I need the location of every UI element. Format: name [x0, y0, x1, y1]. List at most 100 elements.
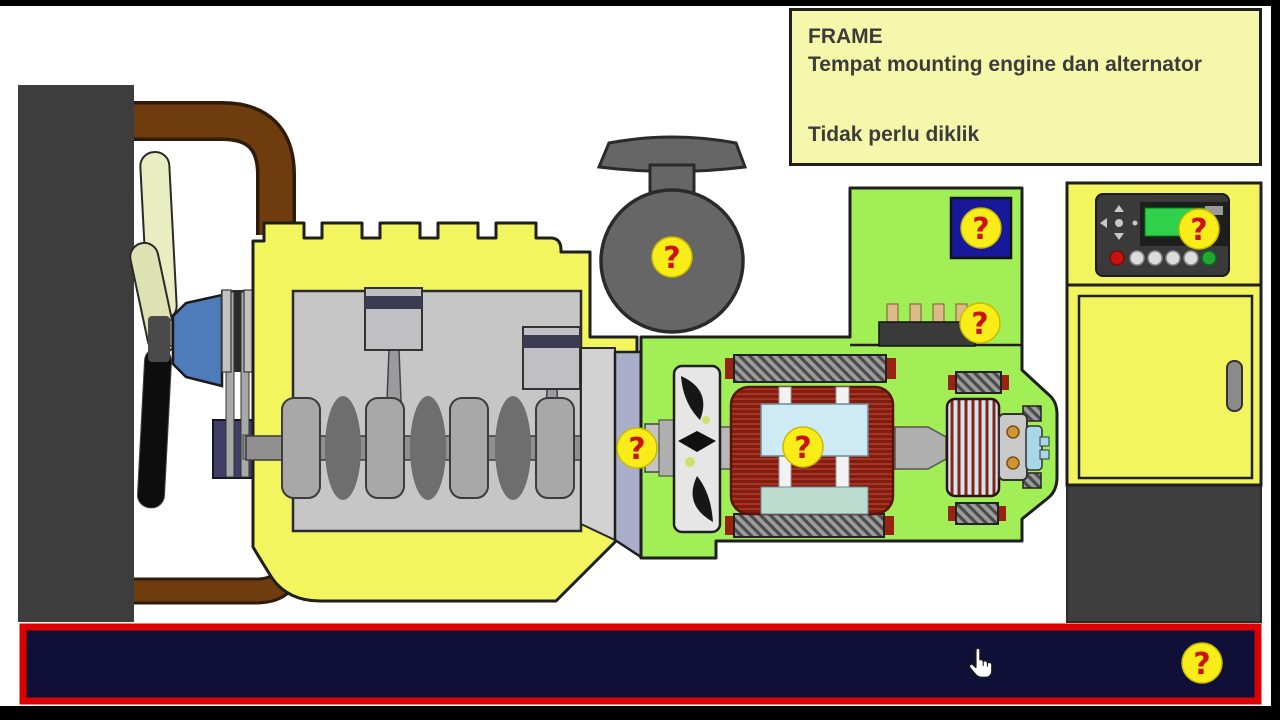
- counterweight: [365, 397, 405, 499]
- control-panel: [1065, 181, 1263, 623]
- shaft-cone: [894, 426, 947, 470]
- hotspot-terminal-block[interactable]: ?: [959, 302, 1001, 344]
- coil-end: [948, 506, 956, 521]
- hotspot-control-module[interactable]: ?: [1178, 208, 1220, 250]
- coil-end: [998, 506, 1006, 521]
- module-chip: [1205, 206, 1223, 215]
- hotspot-flywheel[interactable]: ?: [616, 427, 658, 469]
- terminal-block-body: [878, 321, 976, 347]
- bearing-ball: [1006, 425, 1020, 439]
- crank-web: [410, 396, 446, 500]
- terminal-block: [878, 303, 976, 347]
- hotspot-mark[interactable]: ?: [971, 307, 988, 342]
- terminal-pin: [932, 303, 945, 325]
- coil-end: [725, 516, 734, 535]
- muffler: [596, 135, 748, 334]
- shaft-end-cap: [1025, 425, 1043, 471]
- coil-end: [1001, 375, 1009, 390]
- impeller-blade-shadow: [692, 476, 713, 522]
- coil-end: [948, 375, 956, 390]
- stator-mount-top: [733, 354, 887, 383]
- hotspot-rotor[interactable]: ?: [782, 426, 824, 468]
- shaft-end-notch: [1039, 449, 1050, 460]
- letterbox-top: [0, 0, 1280, 6]
- flywheel-housing: [580, 347, 616, 542]
- dpad-center-button[interactable]: [1115, 219, 1123, 227]
- bearing-mount-top: [955, 371, 1002, 394]
- hand-cursor: [968, 647, 993, 679]
- crank-web: [325, 396, 361, 500]
- bearing: [998, 413, 1028, 481]
- crank-web: [495, 396, 531, 500]
- hotspot-circle[interactable]: [959, 302, 1001, 344]
- stator-mount-bottom: [733, 513, 885, 538]
- module-button[interactable]: [1165, 250, 1181, 266]
- hotspot-mark[interactable]: ?: [1190, 213, 1207, 248]
- rotor-core-lower: [760, 486, 869, 515]
- hotspot-circle[interactable]: [1178, 208, 1220, 250]
- stop-button[interactable]: [1109, 250, 1125, 266]
- fan-blade-lower: [136, 347, 173, 509]
- hand-cursor-shape: [968, 647, 993, 679]
- upper-pipe: [134, 104, 293, 235]
- coil-end: [884, 516, 894, 535]
- terminal-pin: [886, 303, 899, 325]
- fan-hub-center: [148, 316, 170, 362]
- hotspot-circle[interactable]: [960, 207, 1002, 249]
- impeller-detail: [685, 457, 695, 467]
- hotspot-circle[interactable]: [1181, 642, 1223, 684]
- shaft-step: [658, 419, 676, 477]
- impeller-blade-shadow: [681, 376, 704, 420]
- door-handle[interactable]: [1226, 360, 1243, 412]
- coil-end: [725, 358, 734, 379]
- hotspot-mark[interactable]: ?: [663, 241, 680, 276]
- frame-callout: FRAME Tempat mounting engine dan alterna…: [789, 8, 1262, 166]
- piston-2-rings: [523, 335, 580, 348]
- counterweight: [449, 397, 489, 499]
- hotspot-circle[interactable]: [782, 426, 824, 468]
- exciter: [945, 397, 1001, 498]
- panel-base: [1066, 483, 1262, 623]
- dpad-left-button[interactable]: [1100, 218, 1107, 228]
- impeller-hub: [678, 431, 716, 452]
- hotspot-junction-box[interactable]: ?: [960, 207, 1002, 249]
- callout-description: Tempat mounting engine dan alternator: [808, 52, 1202, 76]
- start-button[interactable]: [1201, 250, 1217, 266]
- piston-crank-assembly: [245, 287, 589, 500]
- module-button[interactable]: [1129, 250, 1145, 266]
- hotspot-muffler[interactable]: ?: [651, 236, 693, 278]
- piston-1-rings: [365, 296, 422, 309]
- bearing-mount-bottom: [955, 502, 999, 525]
- dpad-right-button[interactable]: [1132, 220, 1138, 226]
- hand-cursor-knuckles: [982, 661, 988, 667]
- dpad-down-button[interactable]: [1114, 233, 1124, 240]
- muffler-cap: [596, 135, 748, 173]
- alternator-internals: [644, 364, 1050, 534]
- callout-title: FRAME: [808, 25, 883, 48]
- hotspot-mark[interactable]: ?: [794, 431, 811, 466]
- dpad-up-button[interactable]: [1114, 205, 1124, 212]
- bearing-ball: [1006, 456, 1020, 470]
- counterweight: [535, 397, 575, 499]
- hotspot-circle[interactable]: [616, 427, 658, 469]
- fan-hub-cone: [171, 293, 224, 388]
- panel-door[interactable]: [1077, 294, 1254, 480]
- base-frame-highlighted[interactable]: [19, 623, 1262, 705]
- letterbox-bottom: [0, 706, 1280, 720]
- radiator: [18, 85, 134, 622]
- hotspot-mark[interactable]: ?: [972, 212, 989, 247]
- letterbox-right: [1271, 0, 1280, 720]
- hotspot-mark[interactable]: ?: [1193, 647, 1210, 682]
- hotspot-mark[interactable]: ?: [628, 432, 645, 467]
- callout-note: Tidak perlu diklik: [808, 123, 980, 147]
- terminal-pin: [909, 303, 922, 325]
- impeller-detail: [702, 416, 710, 424]
- hotspot-frame[interactable]: ?: [1181, 642, 1223, 684]
- module-button[interactable]: [1147, 250, 1163, 266]
- cooling-fan-assembly: [129, 151, 260, 509]
- coil-end: [886, 358, 896, 379]
- module-button[interactable]: [1183, 250, 1199, 266]
- hotspot-circle[interactable]: [651, 236, 693, 278]
- counterweight: [281, 397, 321, 499]
